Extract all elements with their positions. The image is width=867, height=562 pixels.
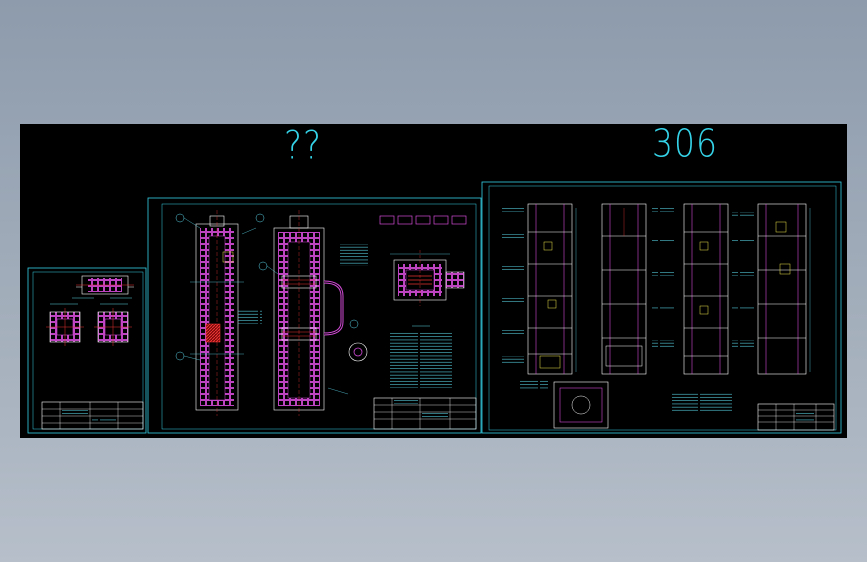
cad-drawing-sheets [27,181,842,434]
detail-column-d [732,203,811,375]
detail-column-c [683,203,729,375]
detail-column-b [601,203,674,375]
detail-column-a [502,203,577,375]
section-plan [379,215,467,306]
sheet-middle [147,197,482,434]
sheet-small-left [27,267,147,434]
sheet-title-left: ?? [284,123,323,169]
sheet-title-right: 306 [652,121,718,166]
cad-model-space[interactable]: ?? 306 [20,121,847,438]
furnace-elevation-1 [175,210,262,416]
sheet-right [481,181,842,434]
furnace-elevation-2 [255,210,368,416]
